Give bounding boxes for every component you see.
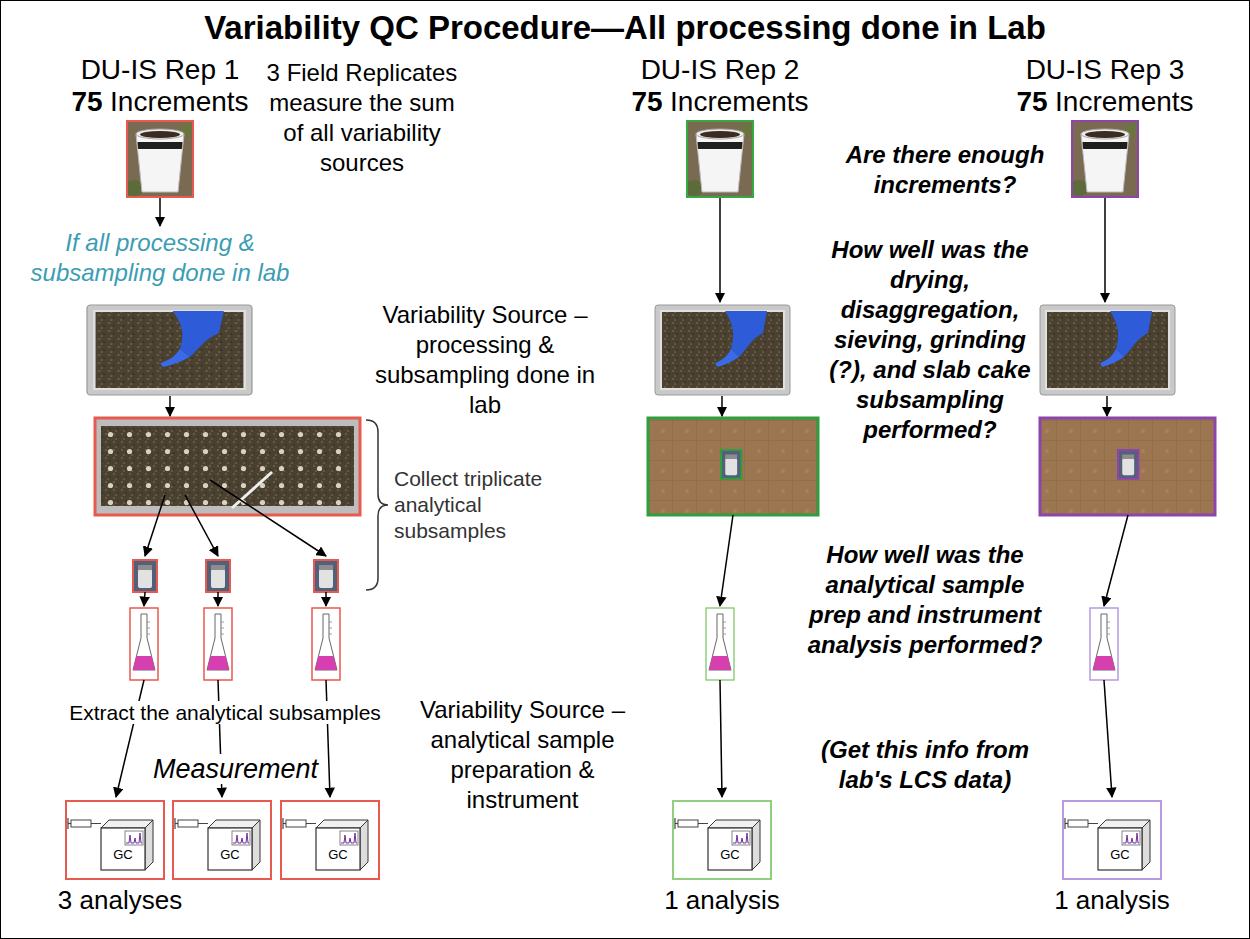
increment-word: Increments [670,86,809,117]
bracket [366,420,388,590]
gc-instrument-icon [1064,802,1160,878]
photo-frame [1071,120,1139,198]
text-label: (Get this info from lab's LCS data) [821,736,1029,793]
replicate-node: DU-IS Rep 275 Increments [625,54,815,198]
instrument-label: GC [316,847,360,863]
replicate-node: DU-IS Rep 375 Increments [1010,54,1200,198]
text-label: Variability Source – analytical sample p… [420,696,625,813]
text-label: How well was the drying, disaggregation,… [829,236,1030,443]
bucket-photo [1073,122,1137,196]
bucket-photo [688,122,752,196]
text-label: 1 analysis [664,885,780,915]
increment-count: 75 [631,86,662,117]
label-box: Extract the analytical subsamples [40,700,410,726]
replicate-name: DU-IS Rep 1 [81,54,240,85]
replicate-name: DU-IS Rep 2 [641,54,800,85]
instrument-label: GC [101,847,145,863]
label-box: 1 analysis [642,884,802,916]
photo-frame [126,120,194,198]
label-box: Measurement [150,752,290,786]
gc-instrument-icon [67,802,163,878]
gc-instrument-box: GC [280,800,380,880]
heading-line: 75 Increments [625,86,815,118]
bucket-photo [128,122,192,196]
gc-instrument-box: GC [172,800,272,880]
subsample-jars [133,560,338,592]
text-label: If all processing & subsampling done in … [31,229,290,286]
label-box: Collect triplicate analytical subsamples [394,466,574,544]
label-box: How well was the drying, disaggregation,… [825,235,1035,445]
tray-photo [87,305,252,395]
gc-instrument-icon [674,802,770,878]
heading-line: DU-IS Rep 2 [625,54,815,86]
heading-line: 75 Increments [1010,86,1200,118]
instrument-label: GC [208,847,252,863]
tray-photo [1040,305,1175,395]
increment-word: Increments [1055,86,1194,117]
label-box: Variability Source – processing & subsam… [370,300,600,420]
label-box: How well was the analytical sample prep … [800,540,1050,660]
heading-line: DU-IS Rep 1 [65,54,255,86]
gc-instrument-icon [174,802,270,878]
heading-line: DU-IS Rep 3 [1010,54,1200,86]
diagram-title: Variability QC Procedure—All processing … [204,9,1046,46]
title-box: Variability QC Procedure—All processing … [0,8,1250,48]
gc-instrument-icon [282,802,378,878]
gc-instrument-box: GC [1062,800,1162,880]
increment-count: 75 [1016,86,1047,117]
photo-frame [686,120,754,198]
increment-word: Increments [110,86,249,117]
label-box: 1 analysis [1032,884,1192,916]
slab-cake-photo [1040,418,1215,515]
slab-cake-photo [95,418,360,515]
replicate-name: DU-IS Rep 3 [1026,54,1185,85]
label-box: (Get this info from lab's LCS data) [800,735,1050,795]
text-label: Variability Source – processing & subsam… [375,301,595,418]
text-label: Are there enough increments? [846,141,1045,198]
label-box: Variability Source – analytical sample p… [410,695,635,815]
label-box: Are there enough increments? [830,140,1060,200]
slab-cake-photo [648,418,818,515]
instrument-label: GC [708,847,752,863]
text-label: 3 analyses [58,885,182,915]
instrument-label: GC [1098,847,1142,863]
gc-instrument-box: GC [65,800,165,880]
text-label: Collect triplicate analytical subsamples [394,467,542,542]
replicate-node: DU-IS Rep 175 Increments [65,54,255,198]
text-label: Measurement [150,754,321,784]
increment-count: 75 [71,86,102,117]
tray-photo [655,305,790,395]
label-box: If all processing & subsampling done in … [15,228,305,288]
text-label: 1 analysis [1054,885,1170,915]
label-box: 3 Field Replicates measure the sum of al… [262,58,462,178]
heading-line: 75 Increments [65,86,255,118]
label-box: 3 analyses [40,884,200,916]
text-label: 3 Field Replicates measure the sum of al… [267,59,458,176]
text-label: Extract the analytical subsamples [66,701,384,724]
gc-instrument-box: GC [672,800,772,880]
text-label: How well was the analytical sample prep … [808,541,1043,658]
